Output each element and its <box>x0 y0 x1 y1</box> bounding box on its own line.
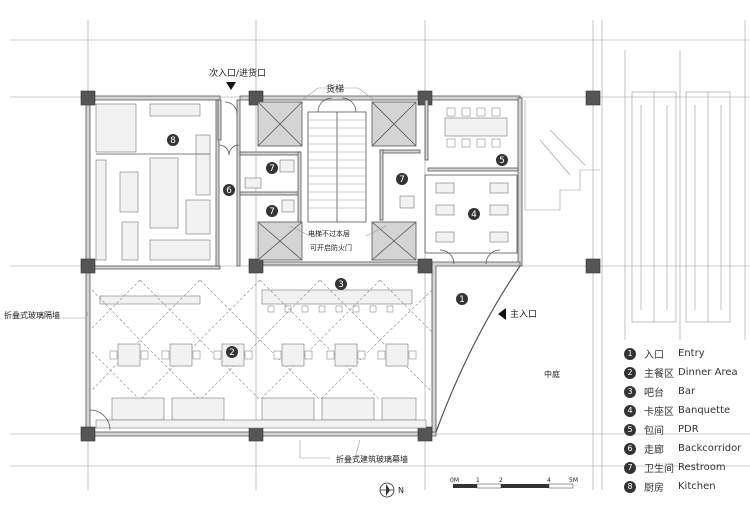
folding-glass-curtain-wall-label: 折叠式建筑玻璃幕墙 <box>336 454 408 464</box>
room-marker-7c: 7 <box>396 173 408 185</box>
legend-cn-label: 走廊 <box>644 445 664 456</box>
scale-tick-0: 0M <box>450 477 459 484</box>
legend-number: 3 <box>624 385 636 398</box>
legend-en-label: Banquette <box>678 405 731 416</box>
svg-text:4: 4 <box>471 210 477 220</box>
legend-number: 8 <box>624 480 636 493</box>
scale-tick-2: 2 <box>499 477 503 484</box>
pdr-room <box>424 99 519 172</box>
atrium-label: 中庭 <box>544 369 560 379</box>
scale-tick-3: 4 <box>547 477 551 484</box>
legend-item: 7 卫生间 Restroom <box>624 458 750 477</box>
stairwell <box>307 97 367 223</box>
room-marker-5: 5 <box>496 154 508 166</box>
legend-item: 4 卡座区 Banquette <box>624 401 750 420</box>
legend-number: 6 <box>624 442 636 455</box>
restrooms-left <box>239 151 302 223</box>
legend-item: 5 包间 PDR <box>624 420 750 439</box>
banquette-area <box>424 174 518 254</box>
svg-text:2: 2 <box>229 348 235 358</box>
scale-tick-4: 5M <box>569 477 578 484</box>
legend-en-label: Restroom <box>678 462 726 473</box>
svg-text:1: 1 <box>459 295 465 305</box>
legend-item: 2 主餐区 Dinner Area <box>624 363 750 382</box>
leader-lines <box>60 87 387 459</box>
bar-counter <box>99 289 413 313</box>
legend-cn-label: 卫生间 <box>644 464 674 475</box>
back-corridor <box>217 99 241 267</box>
scale-bar: 0M 1 2 4 5M <box>450 477 578 489</box>
svg-text:7: 7 <box>399 175 405 185</box>
svg-text:7: 7 <box>269 164 275 174</box>
escalator <box>631 91 731 323</box>
room-marker-7b: 7 <box>266 205 278 217</box>
legend-number: 2 <box>624 366 636 379</box>
legend-number: 5 <box>624 423 636 436</box>
dining-tables <box>109 343 417 367</box>
legend-en-label: PDR <box>678 424 699 435</box>
legend: 1 入口 Entry 2 主餐区 Dinner Area 3 吧台 Bar 4 … <box>624 344 750 496</box>
north-label: N <box>398 486 404 495</box>
scale-tick-1: 1 <box>476 477 480 484</box>
fire-door-label: 可开启防火门 <box>310 243 352 252</box>
legend-cn-label: 入口 <box>644 350 664 361</box>
room-marker-7a: 7 <box>266 162 278 174</box>
north-arrow: N <box>379 482 404 498</box>
svg-text:8: 8 <box>170 136 176 146</box>
svg-text:3: 3 <box>338 280 344 290</box>
window-banquettes <box>95 397 427 429</box>
structural-columns <box>80 90 601 442</box>
legend-item: 8 厨房 Kitchen <box>624 477 750 496</box>
room-marker-8: 8 <box>167 134 179 146</box>
main-entrance-label: 主入口 <box>510 308 537 320</box>
glass-facade <box>435 265 521 433</box>
legend-cn-label: 主餐区 <box>644 369 674 380</box>
side-entrance-label: 次入口/进货口 <box>209 67 266 79</box>
side-entrance-arrow <box>226 82 236 90</box>
ceiling-lattice <box>91 279 433 401</box>
room-marker-6: 6 <box>223 184 235 196</box>
room-marker-2: 2 <box>226 346 238 358</box>
legend-item: 3 吧台 Bar <box>624 382 750 401</box>
doors <box>89 249 501 431</box>
legend-item: 1 入口 Entry <box>624 344 750 363</box>
legend-en-label: Dinner Area <box>678 367 738 378</box>
svg-text:7: 7 <box>269 207 275 217</box>
legend-en-label: Entry <box>678 348 705 359</box>
atrium-stair <box>524 100 600 211</box>
svg-text:5: 5 <box>499 156 505 166</box>
legend-en-label: Bar <box>678 386 696 397</box>
restroom-right <box>379 149 421 221</box>
legend-number: 1 <box>624 347 636 360</box>
kitchen <box>95 103 211 261</box>
svg-text:6: 6 <box>226 186 232 196</box>
legend-cn-label: 包间 <box>644 426 664 437</box>
legend-cn-label: 厨房 <box>644 483 664 494</box>
room-marker-1: 1 <box>456 293 468 305</box>
freight-elevator-label: 货梯 <box>326 83 344 95</box>
legend-cn-label: 吧台 <box>644 388 664 399</box>
legend-en-label: Kitchen <box>678 481 716 492</box>
legend-en-label: Backcorridor <box>678 443 742 454</box>
folding-glass-partition-label: 折叠式玻璃隔墙 <box>4 310 60 320</box>
legend-cn-label: 卡座区 <box>644 407 674 418</box>
legend-item: 6 走廊 Backcorridor <box>624 439 750 458</box>
legend-number: 4 <box>624 404 636 417</box>
elevator-note-label: 电梯不过本层 <box>308 229 350 238</box>
legend-number: 7 <box>624 461 636 474</box>
room-marker-3: 3 <box>335 278 347 290</box>
main-entrance-arrow <box>498 308 506 320</box>
room-marker-4: 4 <box>468 208 480 220</box>
